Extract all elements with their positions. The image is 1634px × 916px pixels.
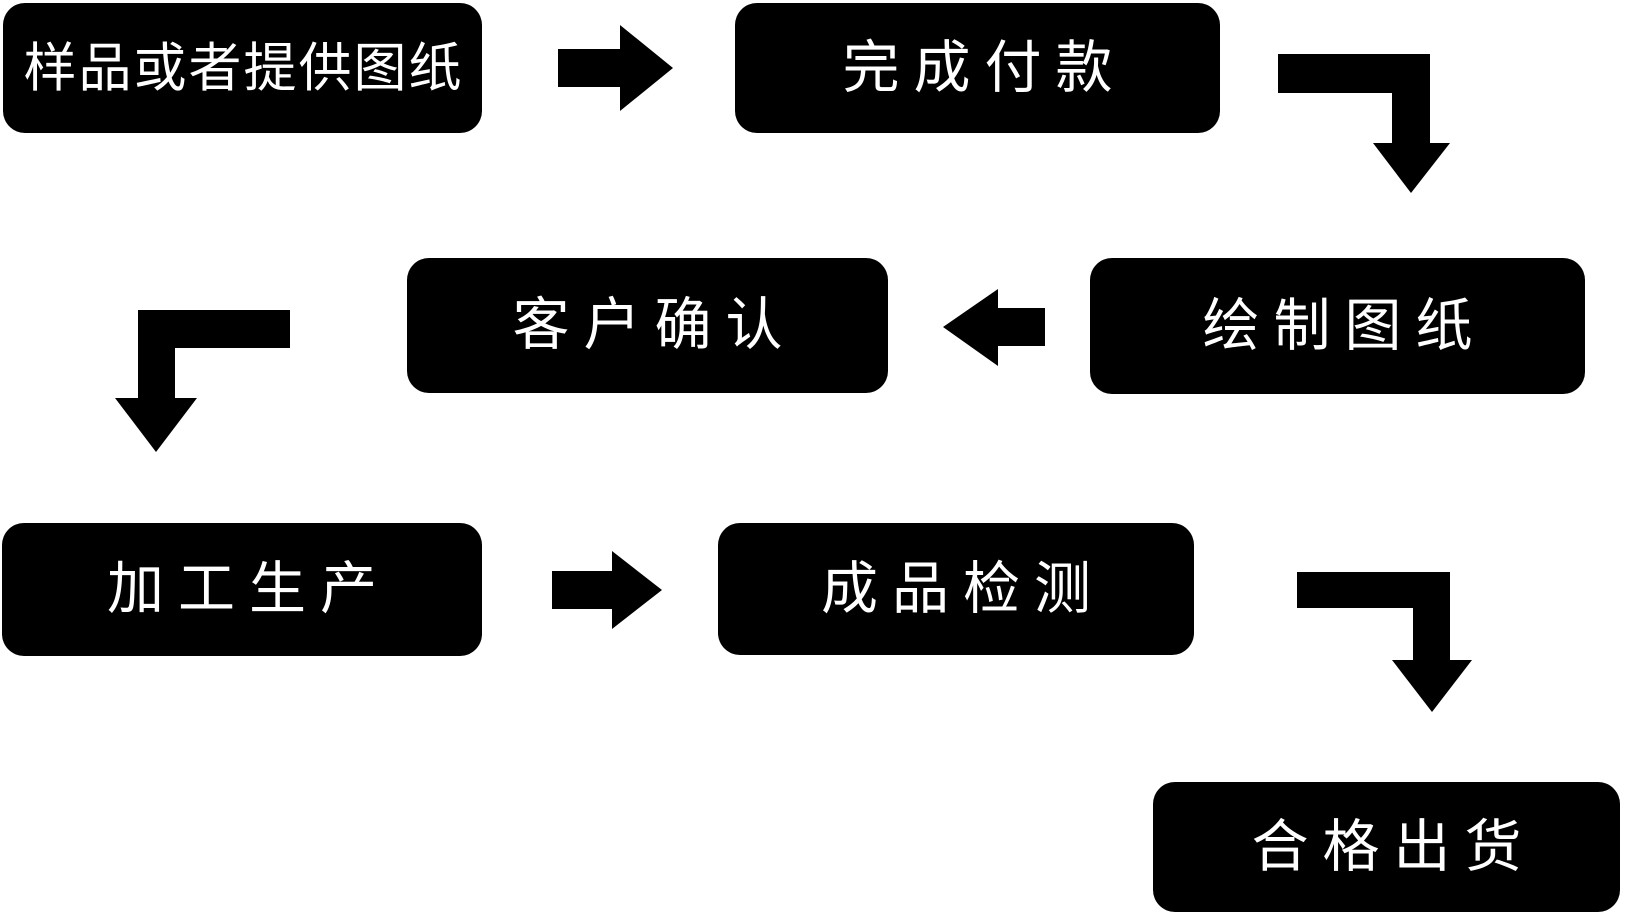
flow-step-production: 加工生产 xyxy=(2,523,482,656)
elbow-arrow-right-down-icon xyxy=(1297,572,1472,712)
flow-step-inspection: 成品检测 xyxy=(718,523,1194,655)
flow-step-label: 加工生产 xyxy=(107,557,391,621)
flow-step-label: 客户确认 xyxy=(512,293,797,357)
arrow-right-icon xyxy=(558,25,673,111)
flow-step-sample-or-drawing: 样品或者提供图纸 xyxy=(3,3,482,133)
flow-step-label: 完成付款 xyxy=(842,35,1127,100)
flow-step-label: 样品或者提供图纸 xyxy=(23,38,464,98)
flow-step-shipment: 合格出货 xyxy=(1153,782,1620,912)
flow-step-payment: 完成付款 xyxy=(735,3,1220,133)
arrow-right-icon xyxy=(552,551,662,629)
flow-step-label: 成品检测 xyxy=(821,556,1105,621)
flow-step-label: 绘制图纸 xyxy=(1202,293,1487,358)
elbow-arrow-left-down-icon xyxy=(115,310,290,452)
flow-step-customer-confirm: 客户确认 xyxy=(407,258,888,393)
flow-step-label: 合格出货 xyxy=(1251,814,1536,879)
flow-step-draw-drawing: 绘制图纸 xyxy=(1090,258,1585,394)
arrow-left-icon xyxy=(943,289,1045,366)
elbow-arrow-right-down-icon xyxy=(1278,54,1450,193)
